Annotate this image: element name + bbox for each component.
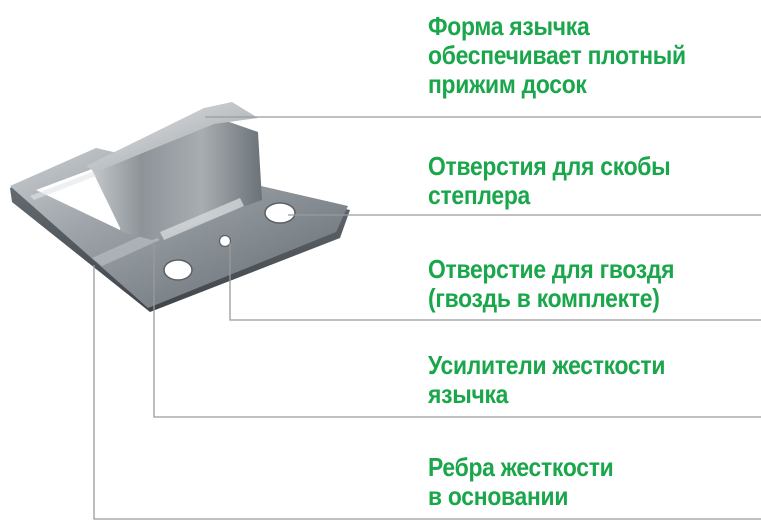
callout-base-ribs: Ребра жесткости в основании: [428, 453, 718, 511]
callout-line: язычка: [428, 379, 509, 409]
leader-lines: [93, 116, 761, 520]
staple-hole-right: [264, 202, 296, 224]
callout-line: Отверстия для скобы: [428, 151, 671, 181]
staple-hole-left: [163, 259, 193, 281]
callout-line: Отверстие для гвоздя: [428, 254, 675, 284]
callout-line: Усилители жесткости: [428, 350, 666, 380]
leader-line-base-ribs: [93, 265, 761, 520]
callout-tongue-stiffeners: Усилители жесткости язычка: [428, 351, 718, 409]
callout-line: степлера: [428, 180, 531, 210]
callout-tongue-shape: Форма язычка обеспечивает плотный прижим…: [428, 12, 718, 99]
leader-line-tongue-stiffeners: [153, 242, 761, 418]
metal-clip-image: [10, 102, 350, 312]
callout-line: Ребра жесткости: [428, 452, 614, 482]
callout-line: Форма язычка: [428, 11, 590, 41]
callout-nail-hole: Отверстие для гвоздя (гвоздь в комплекте…: [428, 255, 718, 313]
nail-hole: [218, 234, 232, 248]
callout-line: (гвоздь в комплекте): [428, 283, 660, 313]
callout-line: обеспечивает плотный: [428, 40, 686, 70]
leader-line-nail-hole: [229, 243, 761, 321]
callout-line: прижим досок: [428, 69, 587, 99]
callout-line: в основании: [428, 481, 569, 511]
callout-staple-holes: Отверстия для скобы степлера: [428, 152, 718, 210]
